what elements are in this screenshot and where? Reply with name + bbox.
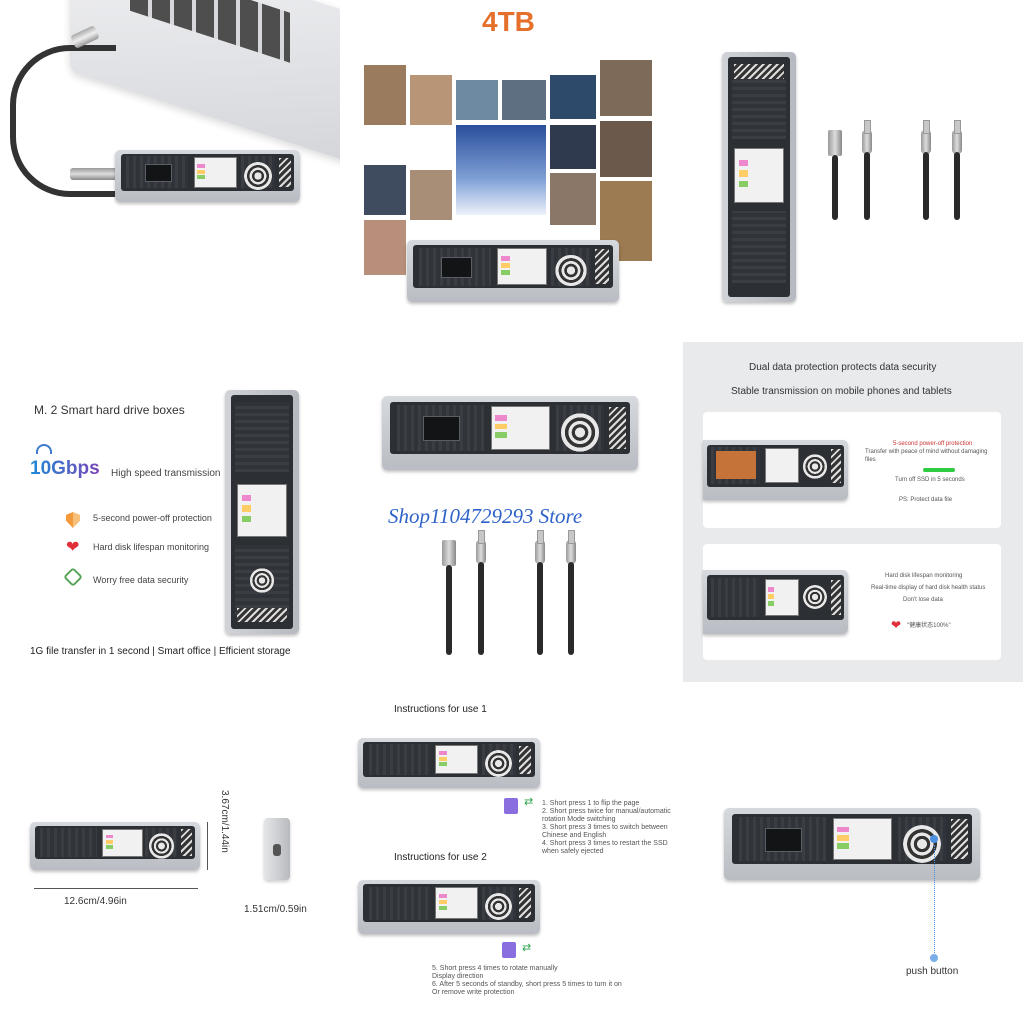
flip-page-icon [504,798,518,814]
instructions-step-2: 2. Short press twice for manual/automati… [542,808,671,823]
instructions-step-5b: Display direction [432,973,484,980]
dimension-height: 3.67cm/1.44in [219,790,230,853]
ssd-enclosure-vertical [722,52,796,302]
features-title: M. 2 Smart hard drive boxes [34,403,185,417]
dimension-thickness: 1.51cm/0.59in [244,904,307,915]
heart-pulse-icon: ❤ [66,539,80,556]
ssd-enclosure-instructions-1 [358,738,540,788]
feature-lifespan: Hard disk lifespan monitoring [93,542,210,552]
card2-line-1: Hard disk lifespan monitoring [885,573,963,579]
instructions-step-5: 5. Short press 4 times to rotate manuall… [432,965,558,972]
cell-dimensions: 3.67cm/1.44in 12.6cm/4.96in 1.51cm/0.59i… [0,690,340,1024]
card2-line-2: Real-time display of hard disk health st… [871,585,986,591]
ssd-enclosure-instructions-2 [358,880,540,934]
instructions-step-6b: Or remove write protection [432,989,515,996]
cell-package-contents [684,0,1024,320]
instructions-step-3: 3. Short press 3 times to switch between… [542,824,668,839]
progress-bar [923,468,955,472]
card2-line-4: "健康状态100%" [907,623,951,629]
ssd-enclosure-front [382,396,638,470]
push-button-end-dot [930,954,938,962]
shield-icon [66,512,80,528]
security-gear-icon [63,567,83,587]
capacity-banner: 4TB [482,6,535,37]
cell-laptop-connection [0,0,340,230]
instructions-step-1: 1. Short press 1 to flip the page [542,800,640,807]
ssd-enclosure [115,150,300,202]
instructions-step-4: 4. Short press 3 times to restart the SS… [542,840,668,855]
card1-line-4: PS: Protect data file [899,497,953,503]
length-dimension-line [34,888,198,889]
push-button-leader-line [934,845,935,955]
ssd-enclosure-side [30,822,200,870]
ssd-enclosure-push-button [724,808,980,880]
ssd-enclosure-vertical [225,390,299,634]
card2-line-3: Don't lose data [903,597,943,603]
card1-line-2: Transfer with peace of mind without dama… [865,449,988,463]
ssd-enclosure-front [407,240,619,302]
card1-line-1: 5-second power-off protection [893,441,973,447]
heart-icon: ❤ [891,618,902,632]
cell-push-button: push button [684,690,1024,1024]
ssd-end-view [264,818,290,880]
speedometer-icon [36,444,52,454]
instructions-step-6: 6. After 5 seconds of standby, short pre… [432,981,622,988]
speed-value: 10Gbps [30,458,100,479]
rotate-icon [502,942,516,958]
protection-headline-1: Dual data protection protects data secur… [749,362,937,373]
cell-capacity-4tb: 4TB [342,0,682,320]
store-watermark: Shop1104729293 Store [388,504,583,528]
card1-line-3: Turn off SSD in 5 seconds [895,477,965,483]
protection-card-2: Hard disk lifespan monitoring Real-time … [703,544,1001,660]
dimension-length: 12.6cm/4.96in [64,896,127,907]
cell-instructions: Instructions for use 1 ⇄ 1. Short press … [342,690,682,1024]
feature-power-off: 5-second power-off protection [93,513,212,523]
protection-card-1: 5-second power-off protection Transfer w… [703,412,1001,528]
cell-features: M. 2 Smart hard drive boxes 10Gbps High … [0,340,340,670]
push-button-marker [930,835,938,843]
cell-data-protection: Dual data protection protects data secur… [683,342,1023,682]
speed-description: High speed transmission [111,468,221,479]
feature-security: Worry free data security [93,575,189,585]
push-button-label: push button [906,966,959,977]
switch-arrows-icon: ⇄ [524,796,534,808]
features-footer: 1G file transfer in 1 second | Smart off… [30,646,291,657]
usb-cable [10,45,116,197]
protection-headline-2: Stable transmission on mobile phones and… [731,386,952,397]
instructions-title-2: Instructions for use 2 [394,852,487,863]
cell-product-cables: Shop1104729293 Store [342,340,682,670]
switch-arrows-icon: ⇄ [522,942,532,954]
height-dimension-line [207,822,208,870]
instructions-title-1: Instructions for use 1 [394,704,487,715]
